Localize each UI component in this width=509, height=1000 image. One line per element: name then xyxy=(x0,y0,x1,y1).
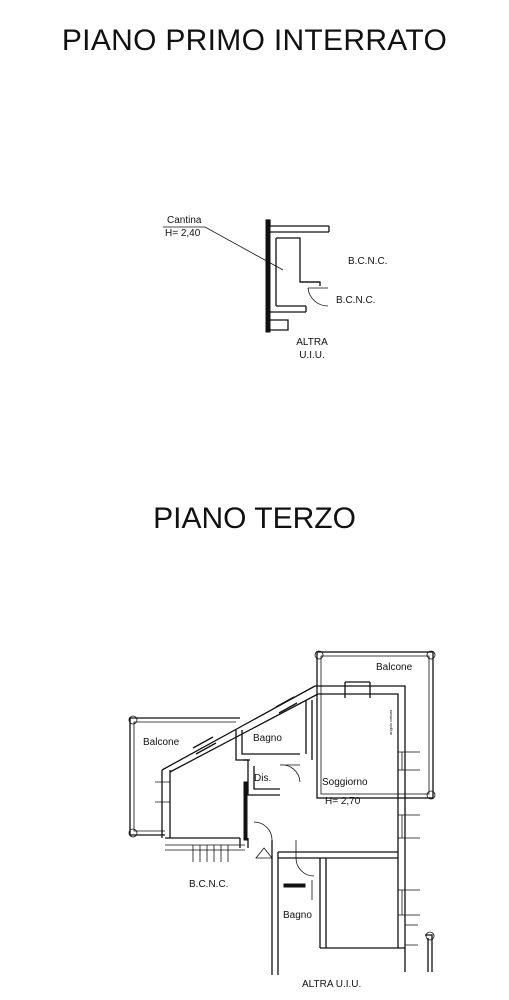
third-floor-title: PIANO TERZO xyxy=(153,502,356,535)
lower-balcony-fragment xyxy=(425,934,433,972)
bcnc-label-1: B.C.N.C. xyxy=(348,256,387,267)
basement-room-walls xyxy=(275,237,320,306)
lower-left-wall xyxy=(271,840,279,975)
cantina-leader-line xyxy=(163,226,284,271)
bath-1-label: Bagno xyxy=(253,733,282,744)
basement-bottom-wall xyxy=(276,305,307,313)
left-window xyxy=(155,781,170,803)
living-bottom-wall xyxy=(278,851,398,859)
basement-top-wall xyxy=(270,225,329,233)
bcnc-label-third-floor: B.C.N.C. xyxy=(189,879,228,890)
other-unit-label-2: U.I.U. xyxy=(299,350,325,361)
right-window-2 xyxy=(398,814,420,839)
basement-door-swing xyxy=(307,287,329,307)
bath-2-walls xyxy=(319,858,405,949)
other-unit-label-third-floor: ALTRA U.I.U. xyxy=(302,979,361,990)
balcony-left-label: Balcone xyxy=(143,737,180,748)
cantina-height-label: H= 2,40 xyxy=(165,228,201,239)
entrance-marker xyxy=(255,847,273,859)
balcony-top-label: Balcone xyxy=(376,662,413,673)
diagonal-outer-wall xyxy=(161,685,319,773)
balcony-top-outline xyxy=(314,650,436,800)
basement-title: PIANO PRIMO INTERRATO xyxy=(61,24,448,57)
basement-lower-wall xyxy=(270,311,289,331)
kitchen-corner-note: angolo cottura xyxy=(388,709,393,735)
bath-2-label: Bagno xyxy=(283,910,312,921)
basement-outer-wall xyxy=(265,219,271,333)
hall-label: Dis. xyxy=(254,773,271,784)
right-window-3 xyxy=(398,889,420,916)
third-floor-plan: Balcone Balcone Bagno Dis. Soggiorno H= … xyxy=(128,650,436,990)
stairs xyxy=(165,837,245,862)
entrance-door-swing xyxy=(253,821,273,841)
corridor-walls xyxy=(247,760,280,796)
bcnc-label-2: B.C.N.C. xyxy=(336,295,375,306)
right-window-1 xyxy=(398,751,420,771)
balcony-left-outline xyxy=(128,715,240,838)
cantina-label: Cantina xyxy=(167,215,202,226)
living-label: Soggiorno xyxy=(322,777,368,788)
basement-plan: Cantina H= 2,40 B.C.N.C. B.C.N.C. ALTRA … xyxy=(163,215,387,361)
other-unit-label-1: ALTRA xyxy=(296,337,328,348)
basement-wall-cap xyxy=(266,219,271,226)
top-window xyxy=(344,681,371,698)
living-height-label: H= 2,70 xyxy=(325,796,361,807)
corridor-door-swing xyxy=(279,764,301,783)
lower-door-swing xyxy=(295,840,315,877)
left-outer-wall xyxy=(161,770,171,838)
